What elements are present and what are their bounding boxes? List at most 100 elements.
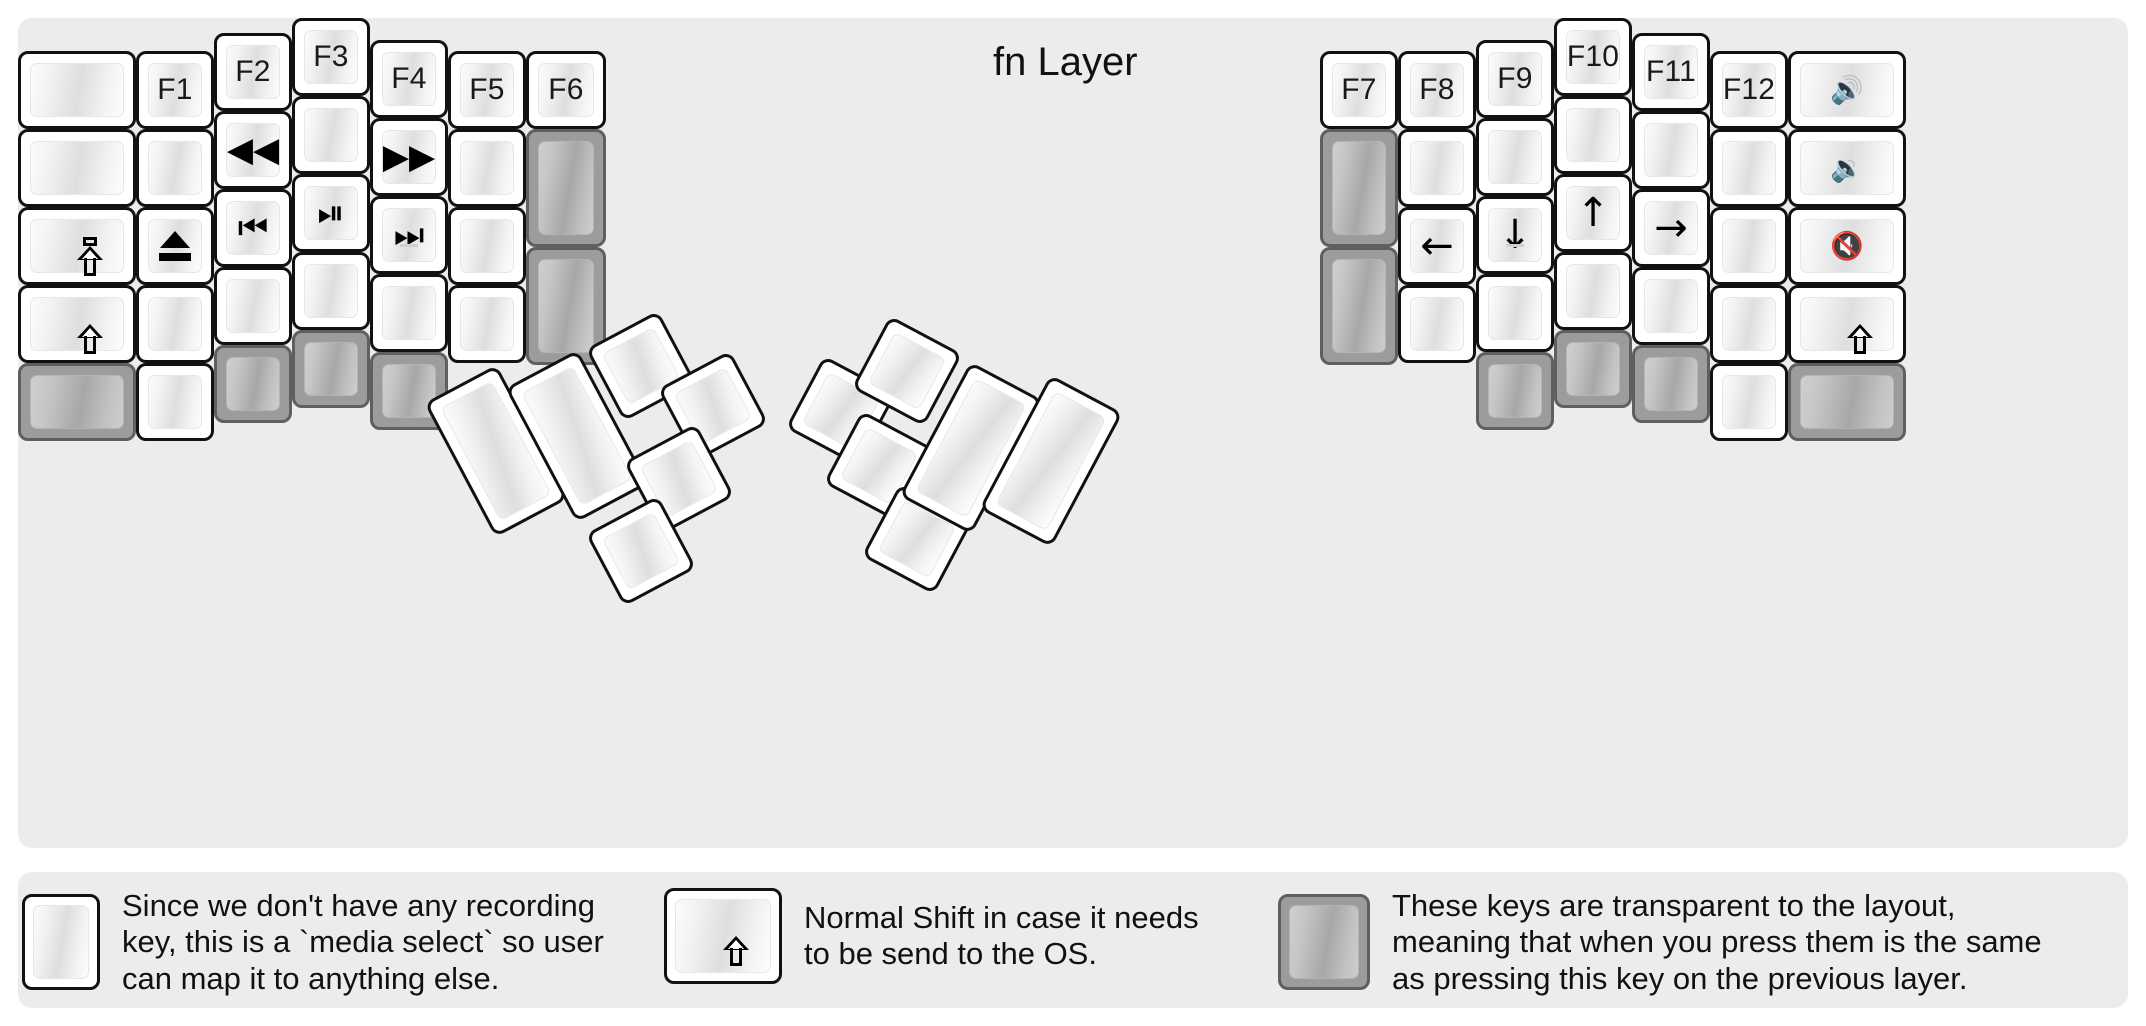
- media-eject-icon: [159, 231, 191, 261]
- col-ring--key-f2[interactable]: F2: [214, 33, 292, 111]
- col-pinky--key-media-stop[interactable]: [136, 129, 214, 207]
- col-ring--key-f10[interactable]: F10: [1554, 18, 1632, 96]
- key-legend: F3: [313, 40, 349, 73]
- keycap-face: [1644, 279, 1698, 333]
- col-index--key-media-fastforward[interactable]: ▶▶: [370, 118, 448, 196]
- col-extra--key-transparent-tall-1[interactable]: [526, 129, 606, 247]
- col-ring--key-blank-r4[interactable]: [1554, 252, 1632, 330]
- keycap-face: [30, 297, 124, 354]
- col-middle--key-blank-r4[interactable]: [292, 252, 370, 330]
- col-index-inner--key-transparent-tall-1[interactable]: [1320, 129, 1398, 247]
- col-index--key-media-next[interactable]: ⏭: [370, 196, 448, 274]
- col-middle--key-f9[interactable]: F9: [1476, 40, 1554, 118]
- col-pinky--key-blank-r4[interactable]: [136, 285, 214, 363]
- key-legend: F1: [157, 73, 193, 106]
- volume-up-icon: 🔊: [1830, 74, 1864, 106]
- media-previous-icon: ⏮: [237, 208, 269, 248]
- keycap-face: 🔇: [1800, 219, 1894, 273]
- arrow-right-icon: →: [1654, 205, 1688, 251]
- col-middle--key-media-record[interactable]: [292, 96, 370, 174]
- keycap-face: [1488, 286, 1542, 340]
- col-pinky-outer--key-blank-r5[interactable]: [1710, 363, 1788, 441]
- col-far-outer--key-volume-up[interactable]: 🔊: [1788, 51, 1906, 129]
- col-middle--key-transparent-r5[interactable]: [292, 330, 370, 408]
- col-pinky-outer--key-blank-r1[interactable]: [18, 51, 136, 129]
- col-pinky-outer--key-blank-r3[interactable]: [1710, 207, 1788, 285]
- col-middle--key-blank-r2[interactable]: [1476, 118, 1554, 196]
- legend-transparent-keys-text: These keys are transparent to the layout…: [1392, 888, 2042, 996]
- col-pinky--key-media-eject[interactable]: [136, 207, 214, 285]
- keycap-face: [1722, 219, 1776, 273]
- keycap-face: F6: [538, 63, 594, 117]
- keycap-face: F3: [304, 30, 358, 84]
- col-ring--key-media-prev[interactable]: ⏮: [214, 189, 292, 267]
- legend-transparent-keys: These keys are transparent to the layout…: [1278, 888, 2042, 997]
- col-index--key-blank-r2[interactable]: [1398, 129, 1476, 207]
- col-extra--key-f6[interactable]: F6: [526, 51, 606, 129]
- col-index--key-f8[interactable]: F8: [1398, 51, 1476, 129]
- keycap-face: [382, 364, 436, 418]
- keycap-face: [30, 141, 124, 195]
- col-ring--key-media-rewind[interactable]: ◀◀: [214, 111, 292, 189]
- col-index-inner--key-blank-r2[interactable]: [448, 129, 526, 207]
- col-pinky-outer--key-capslock[interactable]: [18, 207, 136, 285]
- keycap-face: F9: [1488, 52, 1542, 106]
- keycap-face: [148, 297, 202, 351]
- col-index--key-blank-r4[interactable]: [370, 274, 448, 352]
- col-index-inner--key-f5[interactable]: F5: [448, 51, 526, 129]
- col-middle--key-blank-r4[interactable]: [1476, 274, 1554, 352]
- col-index-inner--key-f7[interactable]: F7: [1320, 51, 1398, 129]
- col-middle--key-transparent-r5[interactable]: [1476, 352, 1554, 430]
- keycap-face: [382, 286, 436, 340]
- col-index-inner--key-blank-r3[interactable]: [448, 207, 526, 285]
- col-index--key-f4[interactable]: F4: [370, 40, 448, 118]
- legend-panel: [18, 872, 2128, 1008]
- col-middle--key-media-playpause[interactable]: ⏯: [292, 174, 370, 252]
- key-legend: F5: [469, 73, 505, 106]
- keycap-face: [460, 141, 514, 195]
- keycap-face: [460, 219, 514, 273]
- keycap-face: [1722, 141, 1776, 195]
- col-pinky-outer--key-blank-r2[interactable]: [1710, 129, 1788, 207]
- keycap-face: ↓: [1488, 208, 1542, 262]
- col-index-inner--key-transparent-tall-2[interactable]: [1320, 247, 1398, 365]
- col-middle--key-f3[interactable]: F3: [292, 18, 370, 96]
- col-ring--key-blank-r2[interactable]: [1554, 96, 1632, 174]
- col-ring--key-arrow-up[interactable]: ↑: [1554, 174, 1632, 252]
- legend-media-select: Since we don't have any recording key, t…: [22, 888, 604, 997]
- keycap-face: F7: [1332, 63, 1386, 117]
- col-pinky--key-transparent-r5[interactable]: [1632, 345, 1710, 423]
- col-ring--key-transparent-r5[interactable]: [214, 345, 292, 423]
- col-pinky-outer--key-blank-r4[interactable]: [1710, 285, 1788, 363]
- col-middle--key-arrow-down[interactable]: ↓: [1476, 196, 1554, 274]
- keycap-face: [1488, 364, 1542, 418]
- col-ring--key-transparent-r5[interactable]: [1554, 330, 1632, 408]
- col-pinky-outer--key-transparent-r5[interactable]: [18, 363, 136, 441]
- legend-media-select-sample-key[interactable]: [22, 894, 100, 991]
- col-pinky--key-f11[interactable]: F11: [1632, 33, 1710, 111]
- col-index--key-blank-r4[interactable]: [1398, 285, 1476, 363]
- col-far-outer--key-transparent-r5[interactable]: [1788, 363, 1906, 441]
- col-pinky-outer--key-blank-r2[interactable]: [18, 129, 136, 207]
- col-pinky--key-blank-r4[interactable]: [1632, 267, 1710, 345]
- keycap-face: [304, 108, 358, 162]
- col-far-outer--key-volume-mute[interactable]: 🔇: [1788, 207, 1906, 285]
- keycap-face: F11: [1644, 45, 1698, 99]
- col-pinky--key-blank-r2[interactable]: [1632, 111, 1710, 189]
- col-index--key-arrow-left[interactable]: ←: [1398, 207, 1476, 285]
- col-pinky--key-arrow-right[interactable]: →: [1632, 189, 1710, 267]
- keycap-face: [1644, 357, 1698, 411]
- col-far-outer--key-shift[interactable]: [1788, 285, 1906, 363]
- col-far-outer--key-volume-down[interactable]: 🔉: [1788, 129, 1906, 207]
- col-pinky--key-blank-r5[interactable]: [136, 363, 214, 441]
- col-pinky-outer--key-shift[interactable]: [18, 285, 136, 363]
- col-pinky--key-f1[interactable]: F1: [136, 51, 214, 129]
- col-ring--key-blank-r4[interactable]: [214, 267, 292, 345]
- legend-transparent-keys-sample-key[interactable]: [1278, 894, 1370, 991]
- key-legend: F11: [1645, 55, 1697, 88]
- col-index-inner--key-blank-r4[interactable]: [448, 285, 526, 363]
- legend-normal-shift-text: Normal Shift in case it needs to be send…: [804, 899, 1199, 971]
- legend-normal-shift-sample-key[interactable]: [664, 888, 782, 984]
- legend-normal-shift: Normal Shift in case it needs to be send…: [664, 888, 1199, 984]
- col-pinky-outer--key-f12[interactable]: F12: [1710, 51, 1788, 129]
